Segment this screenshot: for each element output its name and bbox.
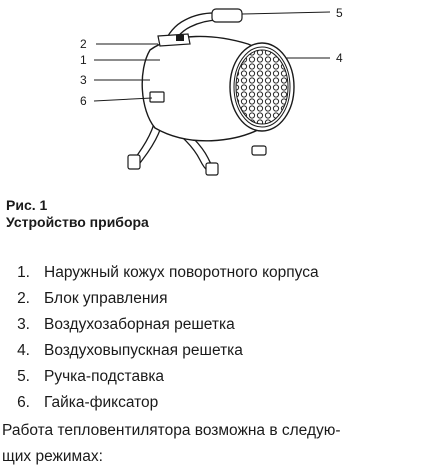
list-item-number: 4. (17, 342, 30, 359)
heater-drawing: 5 2 1 4 3 6 (80, 6, 343, 176)
body-paragraph: Работа тепловентилятора возможна в следу… (2, 418, 434, 470)
foot-right (205, 162, 219, 176)
control-block (157, 33, 191, 47)
list-item-number: 3. (17, 316, 30, 333)
handle-grip (211, 8, 243, 23)
leader-lines (93, 11, 331, 102)
figure-caption: Рис. 1 Устройство прибора (6, 197, 149, 231)
control-knob (176, 35, 184, 41)
device-figure: 5 2 1 4 3 6 (0, 0, 436, 190)
foot-left (127, 154, 141, 170)
paragraph-line-2: щих режимах: (2, 448, 103, 465)
list-item: 6. Гайка-фиксатор (0, 390, 319, 416)
list-item-number: 1. (17, 264, 30, 281)
list-item: 1. Наружный кожух поворотного корпуса (0, 260, 319, 286)
list-item-text: Наружный кожух поворотного корпуса (44, 264, 319, 281)
list-item-text: Воздухозаборная решетка (44, 316, 235, 333)
paragraph-line-1: Работа тепловентилятора возможна в следу… (2, 422, 341, 439)
callout-1: 1 (80, 53, 87, 67)
callout-5: 5 (336, 6, 343, 20)
list-item: 4. Воздуховыпускная решетка (0, 338, 319, 364)
list-item-text: Воздуховыпускная решетка (44, 342, 243, 359)
list-item-number: 6. (17, 394, 30, 411)
list-item-number: 2. (17, 290, 30, 307)
list-item: 5. Ручка-подставка (0, 364, 319, 390)
callout-3: 3 (80, 73, 87, 87)
list-item: 2. Блок управления (0, 286, 319, 312)
figure-title: Устройство прибора (6, 214, 149, 230)
callout-2: 2 (80, 37, 87, 51)
figure-number: Рис. 1 (6, 197, 48, 213)
list-item-text: Блок управления (44, 290, 168, 307)
list-item-text: Гайка-фиксатор (44, 394, 159, 411)
front-rim-inner (233, 46, 291, 128)
callout-4: 4 (336, 51, 343, 65)
parts-list: 1. Наружный кожух поворотного корпуса 2. Б… (0, 260, 319, 416)
list-item-number: 5. (17, 368, 30, 385)
list-item: 3. Воздухозаборная решетка (0, 312, 319, 338)
fixing-nut (149, 91, 165, 103)
outlet-grille (236, 50, 288, 124)
list-item-text: Ручка-подставка (44, 368, 165, 385)
callout-6: 6 (80, 94, 87, 108)
stand-clamp (251, 145, 267, 156)
